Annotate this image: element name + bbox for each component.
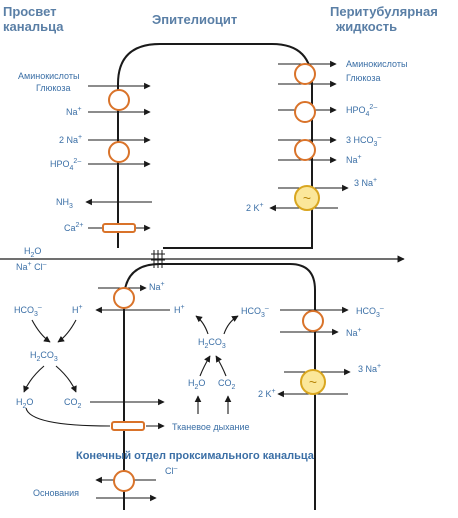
arrow-h2o-to-h2co3-cell: [199, 355, 211, 377]
label-co2-lumen: CO2: [64, 397, 82, 410]
label-2na-left: 2 Na+: [59, 134, 82, 145]
label-h2co3-cell: H2CO3: [198, 337, 226, 350]
label-na-right: Na+: [346, 154, 362, 165]
channel-aquaporin: [111, 421, 145, 431]
header-peritubular-line1: Перитубулярная: [330, 4, 438, 19]
transporter-nhe: [113, 287, 135, 309]
header-cell: Эпителиоцит: [152, 12, 237, 27]
header-lumen-line2: канальца: [3, 19, 64, 34]
arrow-h2o-path: [25, 407, 111, 427]
header-peritubular-line2: жидкость: [335, 19, 397, 34]
label-h2o-lumen: H2O: [16, 397, 33, 410]
label-h-lumen: H+: [72, 304, 83, 315]
arrow-h-to-h2co3: [57, 319, 77, 343]
label-3na-bottom: 3 Na+: [358, 363, 381, 374]
top-cell-membrane: [117, 43, 313, 249]
label-na-left: Na+: [66, 106, 82, 117]
label-h2co3-lumen: H2CO3: [30, 350, 58, 363]
label-respiration: Тканевое дыхание: [172, 422, 250, 432]
label-nh3: NH3: [56, 197, 73, 210]
arrow-co2-to-h2co3-cell: [215, 355, 227, 377]
label-co2-cell: CO2: [218, 378, 236, 391]
transporter-phosphate-basolateral: [294, 101, 316, 123]
arrow-hco3-to-h2co3: [31, 319, 51, 343]
transporter-glut-basolateral: [294, 63, 316, 85]
arrow-h2co3-to-hco3: [223, 315, 239, 335]
caption: Конечный отдел проксимального канальца: [76, 450, 315, 462]
channel-calcium: [102, 223, 136, 233]
pump-tilde-top: ~: [303, 190, 311, 206]
transporter-nbc: [294, 139, 316, 161]
label-3hco3-right: 3 HCO3–: [346, 134, 381, 148]
paracellular-nacl: Na+ Cl–: [16, 261, 47, 272]
pump-tilde-bottom: ~: [309, 374, 317, 390]
pump-na-k-atpase-bottom: [300, 369, 326, 395]
header-lumen-line1: Просвет: [3, 4, 57, 19]
label-ca: Ca2+: [64, 222, 84, 233]
transporter-nbc-bottom: [302, 310, 324, 332]
label-hpo4-left: HPO42–: [50, 158, 81, 172]
label-aminoacids-left: Аминокислоты: [18, 71, 79, 81]
label-bases: Основания: [33, 488, 79, 498]
label-glucose-right: Глюкоза: [346, 73, 380, 83]
label-hpo4-right: HPO42–: [346, 104, 377, 118]
transporter-na-phosphate: [108, 141, 130, 163]
transporter-cl-base: [113, 470, 135, 492]
label-h2o-cell: H2O: [188, 378, 205, 391]
arrow-to-h2o-lumen: [23, 365, 45, 393]
pump-na-k-atpase-top: [294, 185, 320, 211]
label-na-bottom: Na+: [149, 281, 165, 292]
label-aminoacids-right: Аминокислоты: [346, 59, 407, 69]
arrow-to-co2-lumen: [55, 365, 77, 393]
bottom-left-arrows: [95, 284, 170, 502]
label-na-right-bottom: Na+: [346, 327, 362, 338]
label-glucose-left: Глюкоза: [36, 83, 70, 93]
label-2k-top: 2 K+: [246, 202, 264, 213]
transporter-sglt: [108, 89, 130, 111]
label-cl-bottom: Cl–: [165, 465, 178, 476]
label-hco3-lumen: HCO3–: [14, 304, 42, 318]
label-3na-top: 3 Na+: [354, 177, 377, 188]
paracellular-h2o: H2O: [24, 246, 41, 259]
label-hco3-right-bottom: HCO3–: [356, 305, 384, 319]
arrow-h2co3-to-h: [195, 315, 209, 335]
label-hco3-cell: HCO3–: [241, 305, 269, 319]
label-2k-bottom: 2 K+: [258, 388, 276, 399]
label-h-cell: H+: [174, 304, 185, 315]
